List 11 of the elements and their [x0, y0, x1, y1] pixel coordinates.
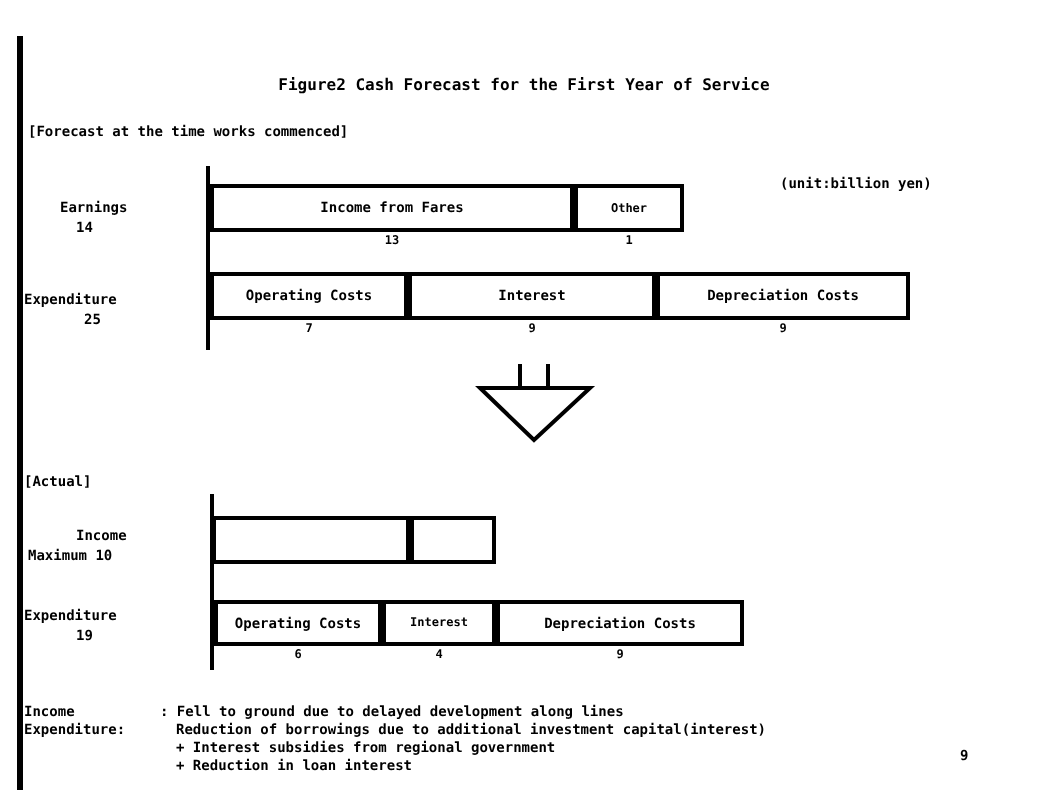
bar-segment: [214, 600, 382, 646]
bar-segment: [410, 516, 496, 564]
bar-segment: [210, 272, 408, 320]
bar-segment: [210, 184, 574, 232]
bar-segment: [656, 272, 910, 320]
bar-segment: [496, 600, 744, 646]
bar-segment: [574, 184, 684, 232]
title: Figure2 Cash Forecast for the First Year of Service: [276, 76, 772, 94]
bar-segment: [408, 272, 656, 320]
bar-segment: [212, 516, 410, 564]
bar-segment: [382, 600, 496, 646]
